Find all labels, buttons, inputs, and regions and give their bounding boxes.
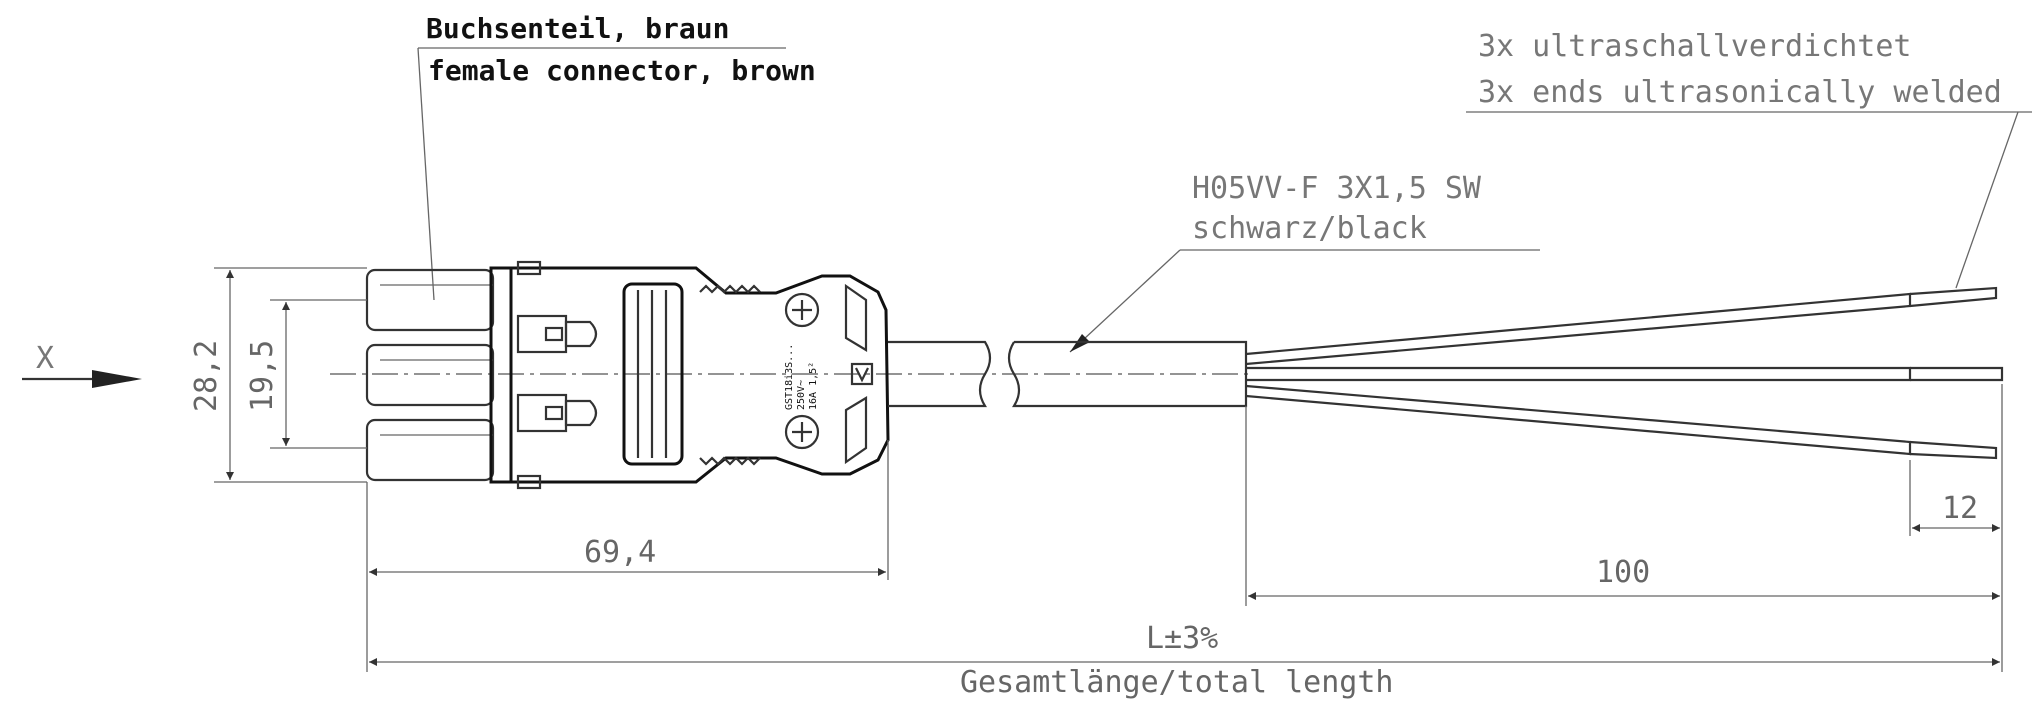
screw-bottom-icon: [784, 414, 820, 450]
logo-mark-icon: [850, 362, 874, 386]
cable-color-label: schwarz/black: [1192, 211, 1427, 246]
nose-latch-bottom: [844, 396, 868, 465]
dimension-height-inner: 19,5: [245, 299, 367, 449]
connector-callout: Buchsenteil, braun female connector, bro…: [417, 12, 816, 301]
wire-top-conductor: [1909, 286, 1998, 308]
pin-slot: [544, 405, 564, 421]
cable-segment-right: [1007, 340, 1248, 408]
rating-stamp: GST18i3S... 250V~ 16A 1,5²: [784, 344, 819, 410]
dimension-total-length: L±3% Gesamtlänge/total length: [369, 621, 2000, 700]
wire-bottom-insulation: [1245, 384, 1912, 456]
dimension-height-outer-value: 28,2: [189, 340, 224, 412]
socket-finger-bottom: [365, 418, 495, 482]
pin-base: [516, 393, 568, 433]
latch-tab-top: [516, 260, 542, 276]
welded-callout: 3x ultraschallverdichtet 3x ends ultraso…: [1466, 29, 2032, 289]
serration-bottom: [699, 456, 761, 466]
view-letter: X: [36, 341, 54, 376]
contact-pin-bottom: [516, 393, 598, 433]
dimension-height-outer: 28,2: [189, 267, 367, 483]
dimension-end-length: 12: [1909, 460, 2000, 536]
cable-callout: H05VV-F 3X1,5 SW schwarz/black: [1069, 171, 1540, 353]
wire-top-insulation: [1245, 292, 1912, 366]
connector-body: GST18i3S... 250V~ 16A 1,5²: [365, 260, 890, 490]
pin-tip: [564, 320, 598, 348]
connector-label-de: Buchsenteil, braun: [426, 12, 729, 45]
dimension-total-length-value: L±3%: [1146, 621, 1218, 656]
connector-label-en: female connector, brown: [428, 54, 816, 87]
cable-type-label: H05VV-F 3X1,5 SW: [1192, 171, 1482, 206]
wire-bottom-conductor: [1909, 440, 1998, 460]
total-length-caption: Gesamtlänge/total length: [960, 665, 1393, 700]
dimension-strip-length-value: 100: [1596, 555, 1650, 590]
welded-leader-line: [1955, 111, 2019, 289]
stamp-line-2: 250V~: [796, 380, 807, 410]
cable-jacket: [888, 340, 1248, 408]
cable-leader-line: [1069, 249, 1181, 353]
dimension-strip-length: 100: [1245, 384, 2003, 672]
view-arrow-head: [92, 370, 142, 388]
nose-latch-top: [844, 283, 868, 352]
dimension-connector-length-value: 69,4: [584, 535, 656, 570]
serration-top: [699, 284, 761, 294]
grip-panel: [622, 282, 684, 466]
wire-middle-conductor: [1910, 366, 2004, 382]
welded-label-de: 3x ultraschallverdichtet: [1478, 29, 1911, 64]
cable-segment-left: [888, 340, 992, 408]
housing-outline: [509, 266, 890, 484]
latch-tab-bottom: [516, 474, 542, 490]
dimension-height-inner-value: 19,5: [245, 340, 280, 412]
pin-slot: [544, 326, 564, 342]
dimension-end-length-value: 12: [1942, 491, 1978, 526]
connector-leader-line: [417, 47, 435, 301]
wires: [1245, 286, 2004, 460]
stamp-line-1: GST18i3S...: [784, 344, 795, 410]
pin-tip: [564, 399, 598, 427]
socket-finger-middle: [365, 343, 495, 407]
wire-middle-insulation: [1246, 366, 1912, 382]
welded-label-en: 3x ends ultrasonically welded: [1478, 75, 2002, 110]
dimension-connector-length: 69,4: [366, 440, 889, 672]
stamp-line-3: 16A 1,5²: [808, 362, 819, 410]
pin-base: [516, 314, 568, 354]
view-arrow: X: [22, 341, 142, 388]
contact-pin-top: [516, 314, 598, 354]
socket-finger-top: [365, 268, 495, 332]
logo-mark-glyph: [855, 367, 869, 383]
screw-top-icon: [784, 292, 820, 328]
